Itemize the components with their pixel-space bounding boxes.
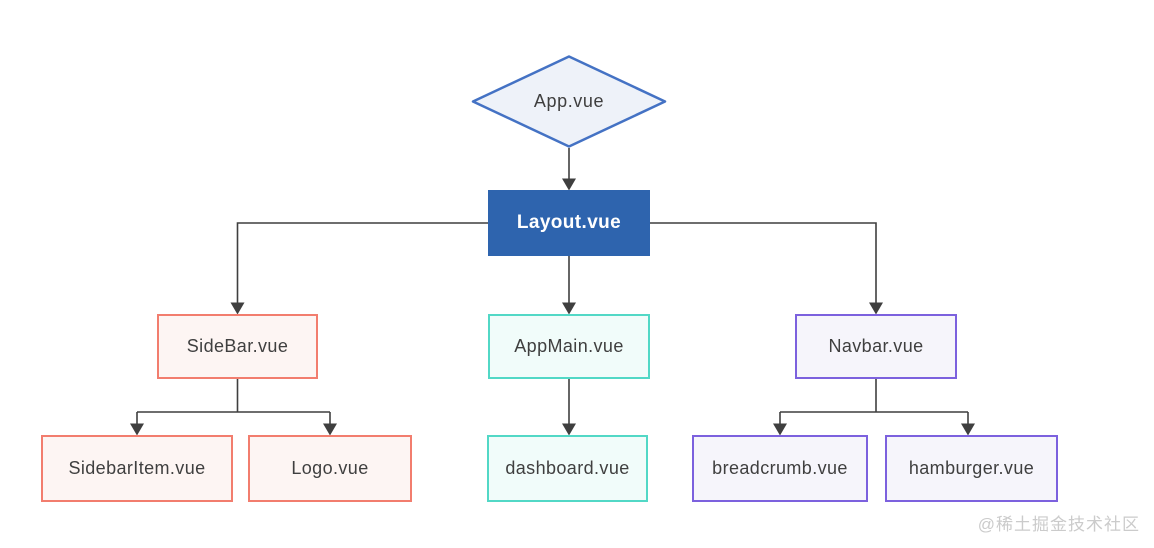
node-layout-vue: Layout.vue — [488, 190, 650, 256]
watermark: @稀土掘金技术社区 — [977, 515, 1140, 534]
arrowhead — [230, 302, 245, 315]
node-sidebaritem-vue: SidebarItem.vue — [41, 435, 233, 502]
node-appmain-vue: AppMain.vue — [488, 314, 650, 379]
node-label: dashboard.vue — [505, 458, 630, 478]
node-label: Logo.vue — [291, 458, 369, 478]
edge-layout-sidebar — [236, 222, 488, 303]
node-logo-vue: Logo.vue — [248, 435, 412, 502]
arrowhead — [130, 423, 144, 436]
node-hamburger-vue: hamburger.vue — [885, 435, 1058, 502]
node-navbar-vue: Navbar.vue — [795, 314, 957, 379]
node-label: breadcrumb.vue — [712, 458, 848, 478]
diamond-shape-icon — [471, 55, 667, 148]
node-label: AppMain.vue — [514, 336, 624, 356]
arrowhead — [562, 178, 576, 191]
node-app-vue: App.vue — [471, 55, 667, 148]
edge-layout-navbar — [650, 222, 877, 303]
arrowhead — [562, 302, 576, 315]
node-label: SideBar.vue — [186, 336, 289, 356]
node-dashboard-vue: dashboard.vue — [487, 435, 648, 502]
arrowhead — [961, 423, 975, 436]
arrowhead — [869, 302, 883, 315]
arrowhead — [773, 423, 787, 436]
node-label: hamburger.vue — [908, 458, 1035, 478]
node-sidebar-vue: SideBar.vue — [157, 314, 318, 379]
arrowhead — [562, 423, 576, 436]
node-label: SidebarItem.vue — [68, 458, 206, 478]
arrowhead — [323, 423, 337, 436]
node-label: Layout.vue — [516, 212, 622, 233]
node-label: App.vue — [533, 91, 605, 111]
node-label: Navbar.vue — [828, 336, 924, 356]
node-breadcrumb-vue: breadcrumb.vue — [692, 435, 868, 502]
